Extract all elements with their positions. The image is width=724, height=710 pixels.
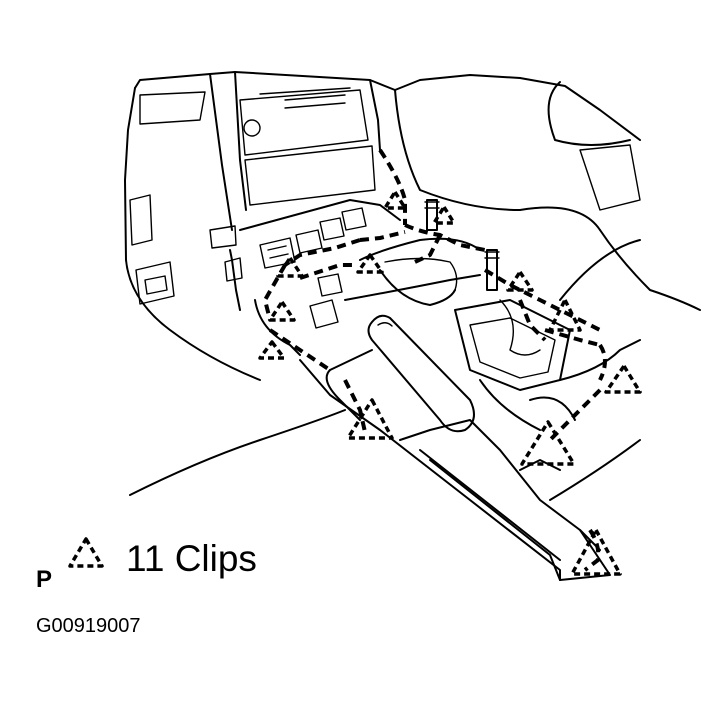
legend-letter: P [36,566,53,593]
clip-marker [268,300,296,322]
clip-marker [356,253,384,274]
shift-lever-assembly [359,199,481,306]
dashed-removal-outlines [263,148,607,572]
dashboard-outline [124,71,701,311]
clip-markers [258,190,642,576]
clip-marker [346,398,394,440]
center-tray [344,249,641,431]
clip-marker [548,298,582,332]
left-side-panel [125,194,261,381]
figure-id: G00919007 [36,615,141,637]
clip-marker [506,270,534,292]
console-switch-panel [239,199,401,356]
parking-brake-lever [325,314,475,433]
clip-marker [604,364,642,394]
clip-marker [258,340,286,360]
clip-marker [570,528,622,576]
dashed-triangle-clip-icon [68,537,104,568]
legend-text: 11 Clips [126,538,257,579]
clip-marker [520,420,576,466]
clip-marker [276,256,304,278]
